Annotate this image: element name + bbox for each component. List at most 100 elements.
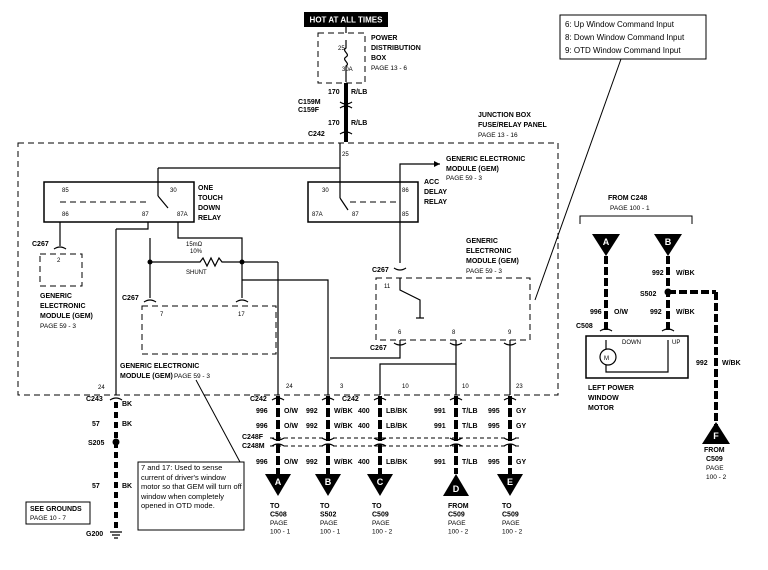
- wire-c-color-mid: LB/BK: [386, 423, 407, 430]
- jb-page: PAGE 13 - 16: [478, 132, 518, 139]
- c267-mid-label: C267: [122, 295, 139, 302]
- c267-mid-symbol-b: [235, 299, 249, 303]
- ground-color-2: BK: [122, 483, 132, 490]
- c243-symbol: [109, 397, 123, 401]
- motor-label-1: LEFT POWER: [588, 385, 634, 392]
- wire-b-circuit-bot: 992: [306, 459, 318, 466]
- connector-b-letter: B: [325, 477, 332, 487]
- gem-left-line-1: GENERIC: [40, 293, 72, 300]
- wire-pin3: [242, 279, 329, 395]
- connector-a-top-letter: A: [603, 237, 610, 247]
- pdb-title-1: POWER: [371, 35, 397, 42]
- gem-top-line-1: GENERIC ELECTRONIC: [446, 156, 525, 163]
- motor-box: [585, 335, 689, 379]
- gem-right-pin-9: 9: [508, 330, 512, 336]
- gem-left-pin: 2: [57, 258, 61, 264]
- wire-b-circuit-top: 992: [306, 408, 318, 415]
- acc-pin-87: 87: [352, 212, 359, 218]
- connector-b-c242: [321, 397, 335, 401]
- connector-a-line-1: TO: [270, 503, 280, 510]
- wire-c-color-bot: LB/BK: [386, 459, 407, 466]
- gem-top-arrow: [434, 161, 440, 167]
- connector-c-c248: [373, 437, 387, 447]
- jb-subtitle: FUSE/RELAY PANEL: [478, 122, 547, 129]
- shunt-value-1: 15mΩ: [186, 242, 203, 248]
- wire-a-circuit-bot: 996: [256, 459, 268, 466]
- connector-b-top: [654, 234, 682, 256]
- connector-e-line-3: PAGE: [502, 520, 520, 527]
- pdb-wire2-circuit: 170: [328, 120, 340, 127]
- gem-left-line-3: MODULE (GEM): [40, 313, 93, 320]
- motor-wire-1-color: W/BK: [676, 270, 695, 277]
- callout-line-1: 6: Up Window Command Input: [565, 20, 675, 29]
- motor-wire-1-circuit: 992: [652, 270, 664, 277]
- gem-mid-pin-17: 17: [238, 312, 245, 318]
- c267-left-symbol: [53, 246, 67, 250]
- connector-e-letter: E: [507, 477, 513, 487]
- gem-mid-pin-7: 7: [160, 312, 164, 318]
- pdb-wire-color: R/LB: [351, 89, 367, 96]
- wire-e-color-bot: GY: [516, 459, 526, 466]
- c267-right-top-symbol: [393, 267, 407, 271]
- pdb-box: [317, 32, 366, 84]
- callout-box: [559, 14, 707, 60]
- otd-pin87a-wire: [177, 222, 243, 298]
- acc-label-1: ACC: [424, 179, 439, 186]
- gem-right-line-3: MODULE (GEM): [466, 258, 519, 265]
- acc-pin-30: 30: [322, 188, 329, 194]
- wire-e-circuit-top: 995: [488, 408, 500, 415]
- motor-m-icon: M: [604, 356, 609, 362]
- connector-f-line-3: PAGE: [706, 465, 724, 472]
- wire-d-color-mid: T/LB: [462, 423, 478, 430]
- connector-b-line-3: PAGE: [320, 520, 338, 527]
- gem-mid-line-1: GENERIC ELECTRONIC: [120, 363, 199, 370]
- connector-b-line-4: 100 - 1: [320, 529, 341, 536]
- gem-left-page: PAGE 59 - 3: [40, 323, 76, 330]
- connector-f-line-2: C509: [706, 456, 723, 463]
- wire-e-color-top: GY: [516, 408, 526, 415]
- c267-mid-symbol-a: [143, 299, 157, 303]
- g200-label: G200: [86, 531, 103, 538]
- c508-label: C508: [576, 323, 593, 330]
- otd-pin-30: 30: [170, 188, 177, 194]
- connector-d-c242: [449, 397, 463, 401]
- s205-label: S205: [88, 440, 104, 447]
- wire-b-color-top: W/BK: [334, 408, 353, 415]
- otd-label-4: RELAY: [198, 215, 221, 222]
- pdb-wire2-color: R/LB: [351, 120, 367, 127]
- ground-circuit-2: 57: [92, 483, 100, 490]
- motor-symbol: [599, 348, 617, 366]
- c159m-label: C159M: [298, 99, 321, 106]
- see-grounds-box: [25, 501, 91, 525]
- wire-c-color-top: LB/BK: [386, 408, 407, 415]
- acc-pin-87a: 87A: [312, 212, 323, 218]
- motor-wire-4-color: W/BK: [722, 360, 741, 367]
- connector-d-line-1: FROM: [448, 503, 469, 510]
- connector-c-line-2: C509: [372, 512, 389, 519]
- gem-right-line-1: GENERIC: [466, 238, 498, 245]
- hot-label-box: [304, 12, 388, 27]
- note-text: 7 and 17: Used to sense current of drive…: [141, 463, 242, 511]
- connector-e-line-4: 100 - 2: [502, 529, 523, 536]
- acc-relay-box: [307, 181, 419, 223]
- wire-c-circuit-top: 400: [358, 408, 370, 415]
- wire-c-circuit-mid: 400: [358, 423, 370, 430]
- otd-label-3: DOWN: [198, 205, 220, 212]
- jb-pin-10: 10: [402, 384, 409, 390]
- acc-pin-85: 85: [402, 212, 409, 218]
- wire-d-circuit-mid: 991: [434, 423, 446, 430]
- gem-mid-line-2: MODULE (GEM): [120, 373, 173, 380]
- callout-line-3: 9: OTD Window Command Input: [565, 46, 681, 55]
- wire-e-color-mid: GY: [516, 423, 526, 430]
- wire-d-circuit-bot: 991: [434, 459, 446, 466]
- c267-right-bot-symbols: [393, 342, 517, 346]
- wire-c-circuit-bot: 400: [358, 459, 370, 466]
- motor-wire-3-color: W/BK: [676, 309, 695, 316]
- motor-label-3: MOTOR: [588, 405, 614, 412]
- gem-top-page: PAGE 59 - 3: [446, 175, 482, 182]
- motor-down: DOWN: [622, 340, 641, 346]
- c159f-symbol: [339, 105, 353, 109]
- otd-pin-85: 85: [62, 188, 69, 194]
- connector-c-c242: [373, 397, 387, 401]
